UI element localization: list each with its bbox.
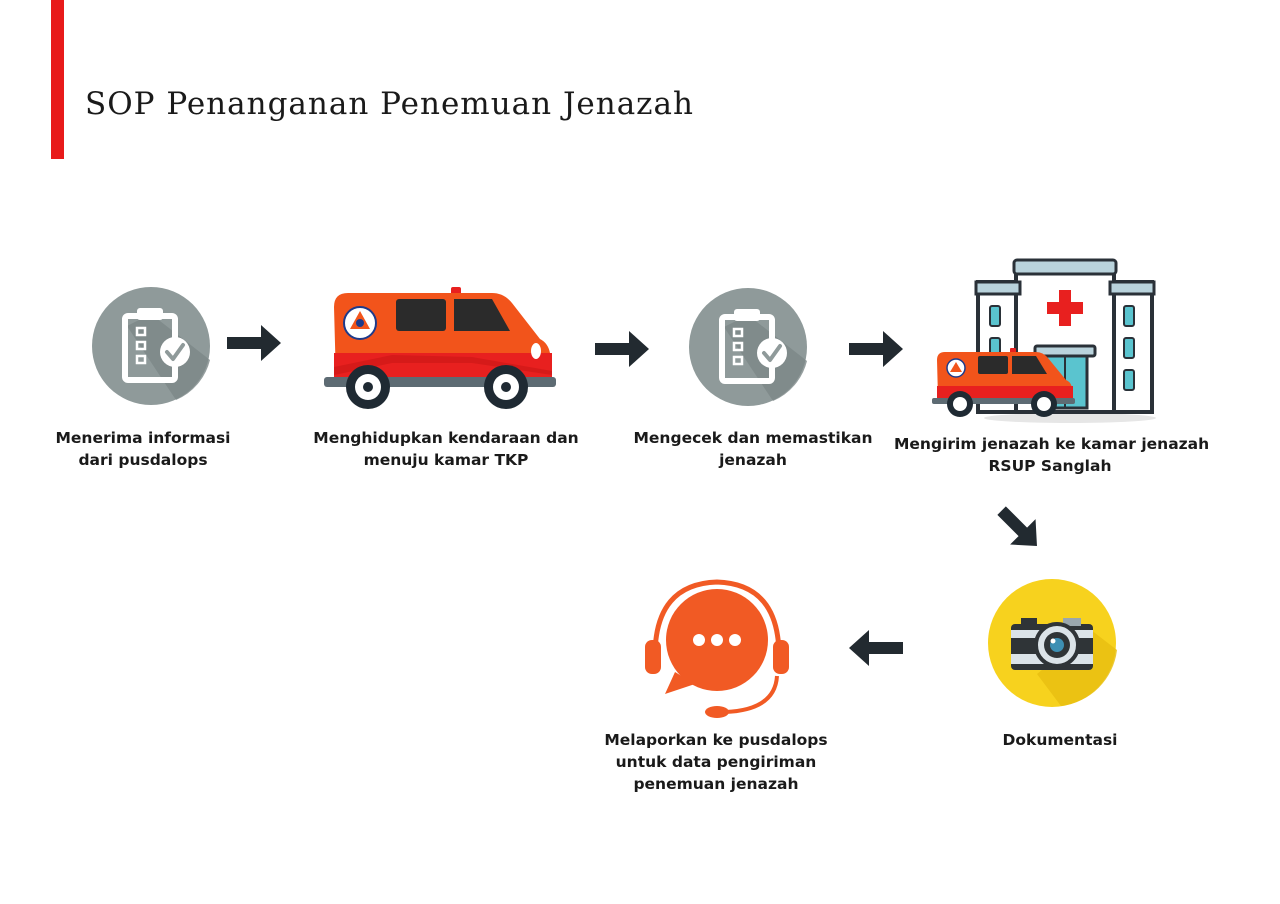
step-4-label: Mengirim jenazah ke kamar jenazah RSUP S…: [894, 435, 1210, 475]
step-1-label: Menerima informasi dari pusdalops: [55, 429, 231, 469]
checklist-icon: [92, 287, 210, 405]
arrow-right-icon: [849, 331, 903, 367]
arrow-right-icon: [595, 331, 649, 367]
page-title: SOP Penanganan Penemuan Jenazah: [85, 86, 694, 122]
step-6-label: Melaporkan ke pusdalops untuk data pengi…: [604, 731, 828, 793]
step-2-label: Menghidupkan kendaraan dan menuju kamar …: [313, 429, 579, 469]
hospital-icon: [932, 258, 1156, 423]
arrow-left-icon: [849, 630, 903, 666]
ambulance-icon: [324, 287, 556, 409]
headset-chat-icon: [645, 579, 789, 718]
checklist-icon: [689, 288, 807, 406]
step-3-label: Mengecek dan memastikan jenazah: [633, 429, 873, 469]
title-accent-bar: [51, 0, 64, 159]
camera-icon: [988, 579, 1117, 707]
arrow-down-right-icon: [997, 506, 1037, 546]
step-5-label: Dokumentasi: [1002, 731, 1118, 749]
arrow-right-icon: [227, 325, 281, 361]
